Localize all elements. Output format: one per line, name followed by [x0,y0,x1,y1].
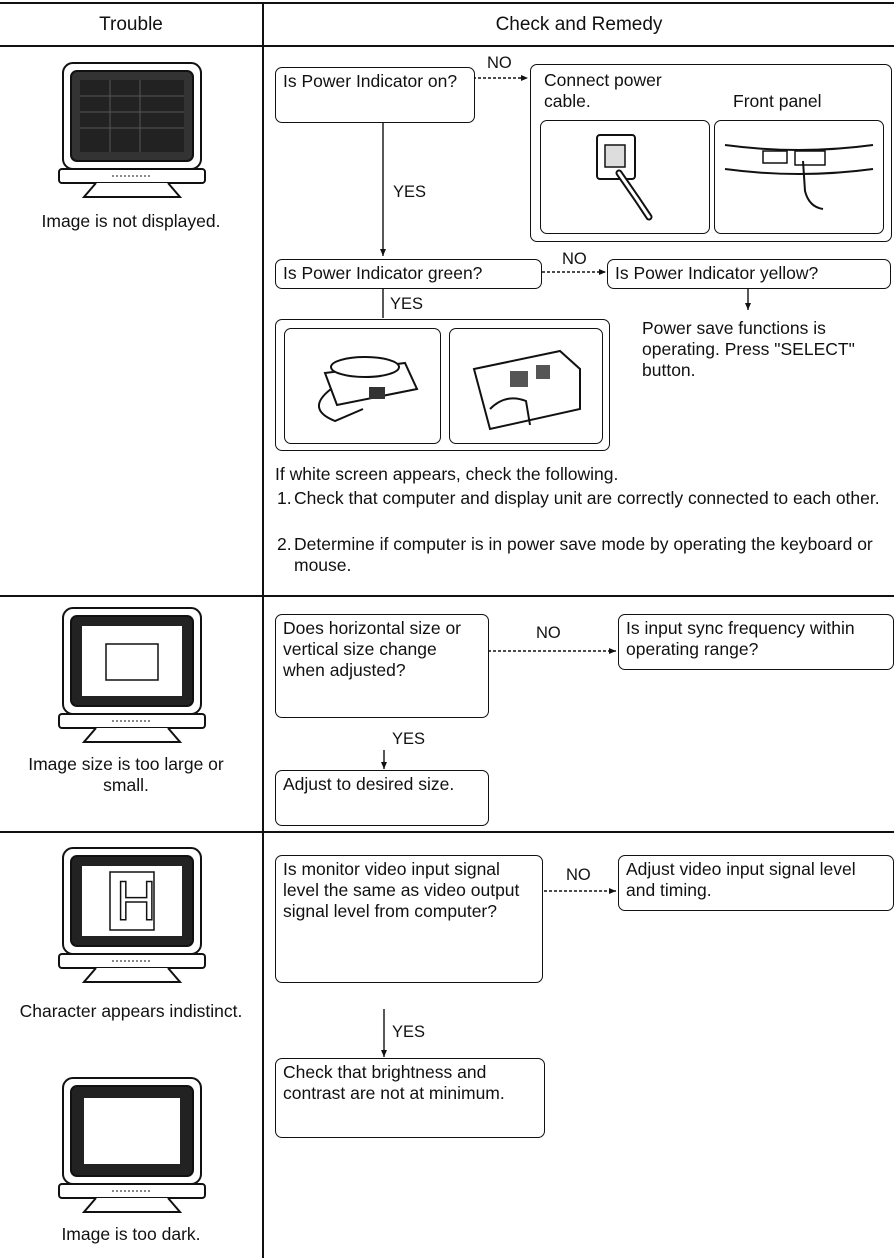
adjust-size-remedy: Adjust to desired size. [275,770,489,826]
no-label: NO [487,54,512,72]
power-outlet-illustration [540,120,710,234]
yes-label: YES [392,730,426,748]
trouble-image-too-dark: Image is too dark. [61,1224,201,1244]
question-video-signal-level: Is monitor video input signal level the … [275,855,543,983]
yes-label: YES [390,295,424,313]
table-top-rule [0,2,894,4]
white-screen-instruction: If white screen appears, check the follo… [275,464,619,484]
trouble-image-not-displayed: Image is not displayed. [41,211,221,231]
yes-label: YES [392,1023,426,1041]
column-header-remedy: Check and Remedy [495,14,663,35]
row2-bottom-rule [0,831,894,833]
connect-power-cable-text: Connect power cable. [544,70,662,111]
monitor-too-dark-illustration [58,1077,206,1213]
check-brightness-remedy: Check that brightness and contrast are n… [275,1058,545,1138]
list-item: Check that computer and display unit are… [294,488,880,508]
power-save-remedy: Power save functions is operating. Press… [642,318,855,380]
list-item: Determine if computer is in power save m… [294,534,873,575]
trouble-character-indistinct: Character appears indistinct. [19,1001,243,1021]
front-panel-illustration [714,120,884,234]
column-header-trouble: Trouble [99,14,163,35]
character-glyph: H [115,869,157,932]
no-label: NO [562,250,587,268]
yes-label: YES [393,183,427,201]
no-label: NO [566,866,591,884]
trouble-image-size: Image size is too large or small. [28,754,224,795]
question-power-indicator-yellow: Is Power Indicator yellow? [607,259,891,289]
list-item-number: 2. [277,534,292,554]
adjust-video-signal-remedy: Adjust video input signal level and timi… [618,855,894,911]
row1-bottom-rule [0,595,894,597]
rear-connector-illustration [449,328,603,444]
list-item-number: 1. [277,488,292,508]
monitor-size-illustration [58,607,206,743]
monitor-no-image-illustration [58,62,206,198]
front-panel-label: Front panel [733,91,822,111]
header-bottom-rule [0,45,894,47]
cable-connector-illustration [284,328,441,444]
question-size-change: Does horizontal size or vertical size ch… [275,614,489,718]
column-divider [262,2,264,1258]
no-label: NO [536,624,561,642]
sync-frequency-check: Is input sync frequency within operating… [618,614,894,670]
question-power-indicator-green: Is Power Indicator green? [275,259,542,289]
question-power-indicator-on: Is Power Indicator on? [275,67,475,123]
